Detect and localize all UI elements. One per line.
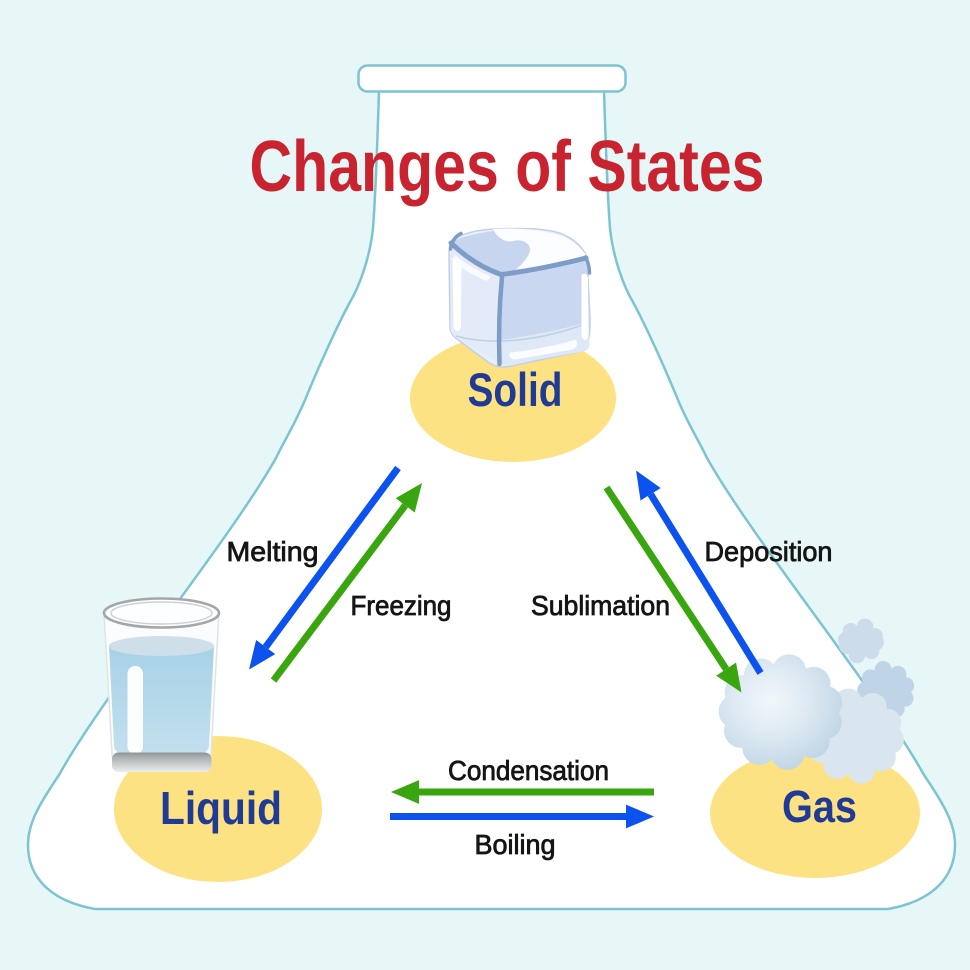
svg-text:Deposition: Deposition	[705, 536, 833, 567]
svg-text:Changes of States: Changes of States	[250, 127, 765, 207]
svg-text:Liquid: Liquid	[160, 782, 282, 834]
svg-text:Gas: Gas	[782, 781, 857, 832]
svg-text:Boiling: Boiling	[475, 829, 556, 860]
svg-text:Freezing: Freezing	[351, 590, 452, 621]
svg-text:Sublimation: Sublimation	[531, 590, 670, 621]
svg-text:Condensation: Condensation	[448, 755, 609, 786]
svg-text:Solid: Solid	[468, 363, 563, 416]
svg-text:Melting: Melting	[227, 536, 319, 567]
